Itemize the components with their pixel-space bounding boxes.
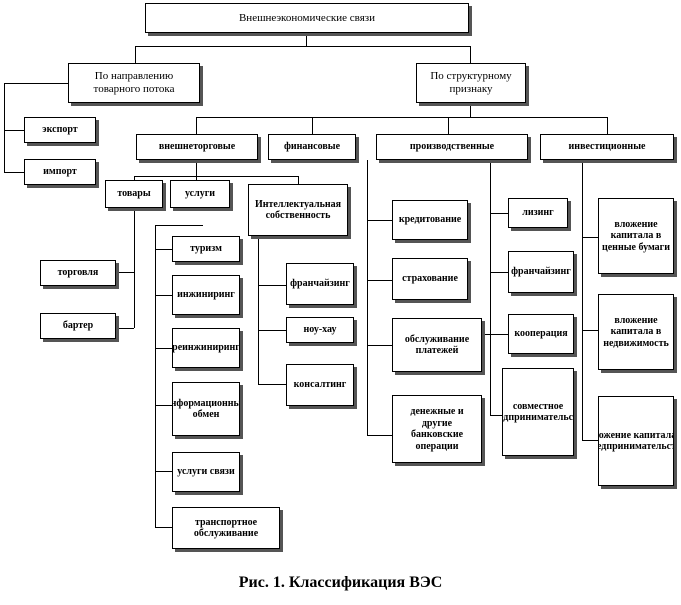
node-trade: торговля: [40, 260, 116, 286]
node-info-exchange: информационный обмен: [172, 382, 240, 436]
connector: [155, 225, 156, 527]
node-goods: товары: [105, 180, 163, 208]
connector: [470, 46, 471, 63]
node-franchising-prod: франчайзинг: [508, 251, 574, 293]
connector: [482, 334, 508, 335]
node-reengineering: реинжиниринг: [172, 328, 240, 368]
connector: [4, 83, 5, 172]
connector: [196, 160, 197, 177]
connector: [582, 440, 598, 441]
connector: [258, 384, 286, 385]
node-joint-ventures: совместное предпринимательство: [502, 368, 574, 456]
connector: [470, 103, 471, 118]
node-lending: кредитование: [392, 200, 468, 240]
connector: [582, 330, 598, 331]
node-by-flow: По направлению товарного потока: [68, 63, 200, 103]
node-services: услуги: [170, 180, 230, 208]
node-consulting: консалтинг: [286, 364, 354, 406]
connector: [135, 46, 136, 63]
connector: [155, 249, 172, 250]
node-payment-services: обслуживание платежей: [392, 318, 482, 372]
connector: [196, 176, 197, 180]
connector: [116, 272, 134, 273]
connector: [490, 415, 502, 416]
node-capital-securities: вложение капитала в ценные бумаги: [598, 198, 674, 274]
figure-caption: Рис. 1. Классификация ВЭС: [238, 574, 443, 591]
connector: [298, 176, 299, 184]
connector: [196, 117, 197, 134]
connector: [155, 348, 172, 349]
node-investment: инвестиционные: [540, 134, 674, 160]
node-barter: бартер: [40, 313, 116, 339]
connector: [367, 160, 368, 435]
node-capital-real-estate: вложение капитала в недвижимость: [598, 294, 674, 370]
node-insurance: страхование: [392, 258, 468, 300]
connector: [4, 83, 68, 84]
connector: [4, 130, 24, 131]
node-transport-services: транспортное обслуживание: [172, 507, 280, 549]
connector: [4, 172, 24, 173]
connector: [312, 117, 313, 134]
connector: [134, 176, 135, 180]
node-production: производственные: [376, 134, 528, 160]
node-import: импорт: [24, 159, 96, 185]
connector: [306, 33, 307, 47]
connector: [367, 435, 392, 436]
node-financial: финансовые: [268, 134, 356, 160]
connector: [258, 285, 286, 286]
connector: [155, 225, 203, 226]
node-intellectual-property: Интеллектуальная собственность: [248, 184, 348, 236]
node-foreign-trade: внешнеторговые: [136, 134, 258, 160]
connector: [490, 160, 491, 415]
connector: [155, 471, 172, 472]
connector: [196, 117, 607, 118]
connector: [367, 280, 392, 281]
connector: [258, 236, 259, 384]
connector: [155, 295, 172, 296]
connector: [607, 117, 608, 134]
node-tourism: туризм: [172, 236, 240, 262]
node-cooperation: кооперация: [508, 314, 574, 354]
connector: [134, 176, 298, 177]
connector: [490, 213, 508, 214]
node-communication-services: услуги связи: [172, 452, 240, 492]
connector: [582, 237, 598, 238]
node-by-structure: По структурному признаку: [416, 63, 526, 103]
connector: [258, 330, 286, 331]
node-know-how: ноу-хау: [286, 317, 354, 343]
node-franchising-ip: франчайзинг: [286, 263, 354, 305]
connector: [116, 328, 134, 329]
node-money-banking-ops: денежные и другие банковские операции: [392, 395, 482, 463]
node-export: экспорт: [24, 117, 96, 143]
connector: [582, 160, 583, 440]
connector: [155, 527, 172, 528]
connector: [134, 208, 135, 328]
node-root: Внешнеэкономические связи: [145, 3, 469, 33]
connector: [155, 405, 172, 406]
connector: [135, 46, 470, 47]
node-engineering: инжиниринг: [172, 275, 240, 315]
node-leasing: лизинг: [508, 198, 568, 228]
connector: [448, 117, 449, 134]
node-capital-enterprise: вложение капитала в предпринимательство: [598, 396, 674, 486]
connector: [490, 272, 508, 273]
connector: [367, 220, 392, 221]
connector: [367, 345, 392, 346]
